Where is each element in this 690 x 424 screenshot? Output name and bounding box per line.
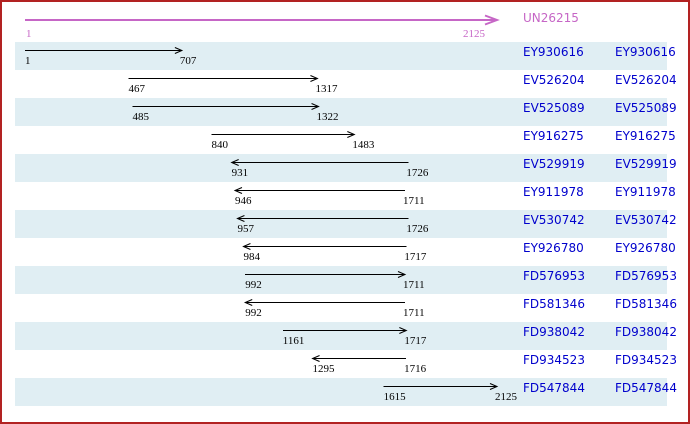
start-coordinate: 992 [245,279,262,291]
est-row: 1161 1717 FD938042 FD938042 [2,322,688,350]
start-coordinate: 931 [231,167,249,179]
accession-link-left[interactable]: EV530742 [523,213,585,227]
start-coordinate: 946 [235,195,252,207]
accession-link-right[interactable]: EY916275 [615,129,676,143]
reference-start-coordinate: 1 [26,28,32,40]
end-coordinate: 1726 [406,223,429,235]
accession-link-left[interactable]: FD581346 [523,297,585,311]
row-background [15,266,667,294]
accession-link-left[interactable]: EY930616 [523,45,584,59]
end-coordinate: 707 [179,55,197,67]
end-coordinate: 1317 [315,83,338,95]
start-coordinate: 992 [245,307,262,319]
accession-link-right[interactable]: EY930616 [615,45,676,59]
est-row: 946 1711 EY911978 EY911978 [2,182,688,210]
row-background [15,154,667,182]
est-row: 984 1717 EY926780 EY926780 [2,238,688,266]
alignment-arrow [242,243,407,250]
end-coordinate: 2125 [495,391,517,403]
row-background [15,378,667,406]
start-coordinate: 485 [132,111,150,123]
accession-link-left[interactable]: FD934523 [523,353,585,367]
est-row: 1 707 EY930616 EY930616 [2,42,688,70]
accession-link-left[interactable]: EY926780 [523,241,584,255]
alignment-arrow [311,355,407,362]
accession-link-right[interactable]: EV525089 [615,101,677,115]
est-row: 840 1483 EY916275 EY916275 [2,126,688,154]
end-coordinate: 1483 [352,139,375,151]
row-background [15,210,667,238]
end-coordinate: 1717 [404,335,427,347]
start-coordinate: 840 [211,139,228,151]
accession-link-left[interactable]: FD938042 [523,325,585,339]
unigene-id-link[interactable]: UN26215 [523,11,579,25]
est-alignment-rows: 1 707 EY930616 EY930616 467 1317 EV526204 EV526… [2,42,688,406]
start-coordinate: 1295 [312,363,335,375]
est-row: 957 1726 EV530742 EV530742 [2,210,688,238]
est-row: 992 1711 FD576953 FD576953 [2,266,688,294]
alignment-arrow [128,75,319,82]
row-background [15,98,667,126]
accession-link-right[interactable]: EY926780 [615,241,676,255]
accession-link-right[interactable]: FD938042 [615,325,677,339]
accession-link-left[interactable]: EY916275 [523,129,584,143]
accession-link-left[interactable]: FD547844 [523,381,585,395]
end-coordinate: 1711 [403,195,425,207]
start-coordinate: 1 [25,55,31,67]
end-coordinate: 1726 [406,167,429,179]
accession-link-left[interactable]: EY911978 [523,185,584,199]
accession-link-right[interactable]: EV526204 [615,73,677,87]
start-coordinate: 1615 [383,391,406,403]
accession-link-right[interactable]: FD576953 [615,269,677,283]
est-row: 485 1322 EV525089 EV525089 [2,98,688,126]
start-coordinate: 957 [237,223,254,235]
end-coordinate: 1711 [403,279,425,291]
est-row: 467 1317 EV526204 EV526204 [2,70,688,98]
alignment-arrow [243,299,405,306]
accession-link-right[interactable]: FD547844 [615,381,677,395]
accession-link-right[interactable]: FD934523 [615,353,677,367]
start-coordinate: 467 [128,83,146,95]
est-row: 1295 1716 FD934523 FD934523 [2,350,688,378]
alignment-arrow [233,187,405,194]
accession-link-left[interactable]: FD576953 [523,269,585,283]
end-coordinate: 1716 [404,363,427,375]
est-row: 1615 2125 FD547844 FD547844 [2,378,688,406]
end-coordinate: 1711 [403,307,425,319]
est-row: 992 1711 FD581346 FD581346 [2,294,688,322]
accession-link-right[interactable]: EV529919 [615,157,677,171]
row-background [15,322,667,350]
est-row: 931 1726 EV529919 EV529919 [2,154,688,182]
start-coordinate: 1161 [282,335,305,347]
accession-link-left[interactable]: EV525089 [523,101,585,115]
accession-link-left[interactable]: EV529919 [523,157,585,171]
end-coordinate: 1717 [404,251,427,263]
start-coordinate: 984 [243,251,260,263]
reference-end-coordinate: 2125 [463,28,485,40]
row-background [15,42,667,70]
alignment-arrow [211,131,356,138]
accession-link-right[interactable]: EY911978 [615,185,676,199]
reference-arrow [25,14,500,26]
accession-link-right[interactable]: EV530742 [615,213,677,227]
accession-link-left[interactable]: EV526204 [523,73,585,87]
accession-link-right[interactable]: FD581346 [615,297,677,311]
end-coordinate: 1322 [316,111,339,123]
